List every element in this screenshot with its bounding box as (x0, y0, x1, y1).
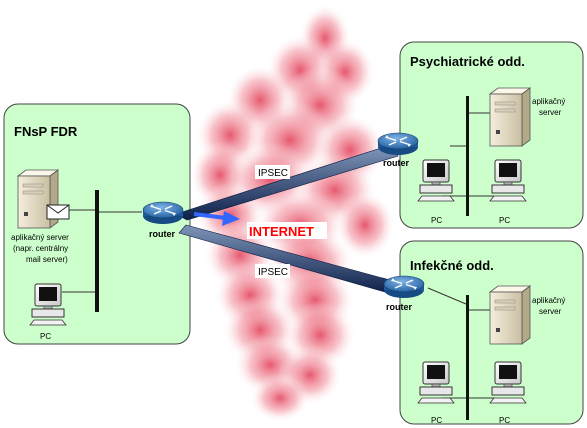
internet-arrow-shaft (193, 212, 227, 220)
mail-envelope-icon (46, 204, 70, 220)
ipsec-label-bg-upper (255, 165, 290, 179)
lan-bus-infek (466, 295, 469, 420)
router-main-icon[interactable] (142, 201, 184, 225)
pc-psych-2-label: PC (499, 216, 510, 225)
ipsec-label-bg-lower (255, 264, 290, 278)
server-infek-label-1: aplikačný (532, 296, 565, 305)
pc-psych-1-label: PC (431, 216, 442, 225)
router-main-label: router (149, 229, 176, 239)
server-infek-icon[interactable] (489, 285, 531, 345)
pc-infek-2-label: PC (499, 416, 510, 425)
site-title-infek: Infekčné odd. (410, 258, 494, 273)
pc-infek-1-label: PC (431, 416, 442, 425)
site-title-psych: Psychiatrické odd. (410, 54, 525, 69)
ipsec-label-lower: IPSEC (258, 267, 288, 278)
lan-bus-psych (466, 96, 469, 216)
router-infek-icon[interactable] (383, 275, 425, 299)
router-psych-icon[interactable] (377, 132, 419, 156)
site-title-main: FNsP FDR (14, 124, 78, 139)
lan-bus-main (95, 190, 99, 312)
router-infek-label: router (386, 302, 413, 312)
internet-cloud (190, 4, 395, 422)
server-psych-icon[interactable] (489, 87, 531, 147)
server-main-label-1: aplikačný server (11, 233, 69, 242)
internet-label: INTERNET (249, 224, 314, 239)
pc-main-label: PC (40, 332, 51, 341)
server-psych-label-1: aplikačný (532, 97, 565, 106)
internet-label-bg (247, 222, 327, 239)
server-main-label-3: mail server) (26, 255, 68, 264)
internet-arrow-icon (222, 211, 240, 226)
router-psych-label: router (383, 158, 410, 168)
server-psych-label-2: server (539, 108, 562, 117)
server-main-label-2: (napr. centrálny (13, 244, 68, 253)
server-infek-label-2: server (539, 307, 562, 316)
ipsec-label-upper: IPSEC (258, 168, 288, 179)
